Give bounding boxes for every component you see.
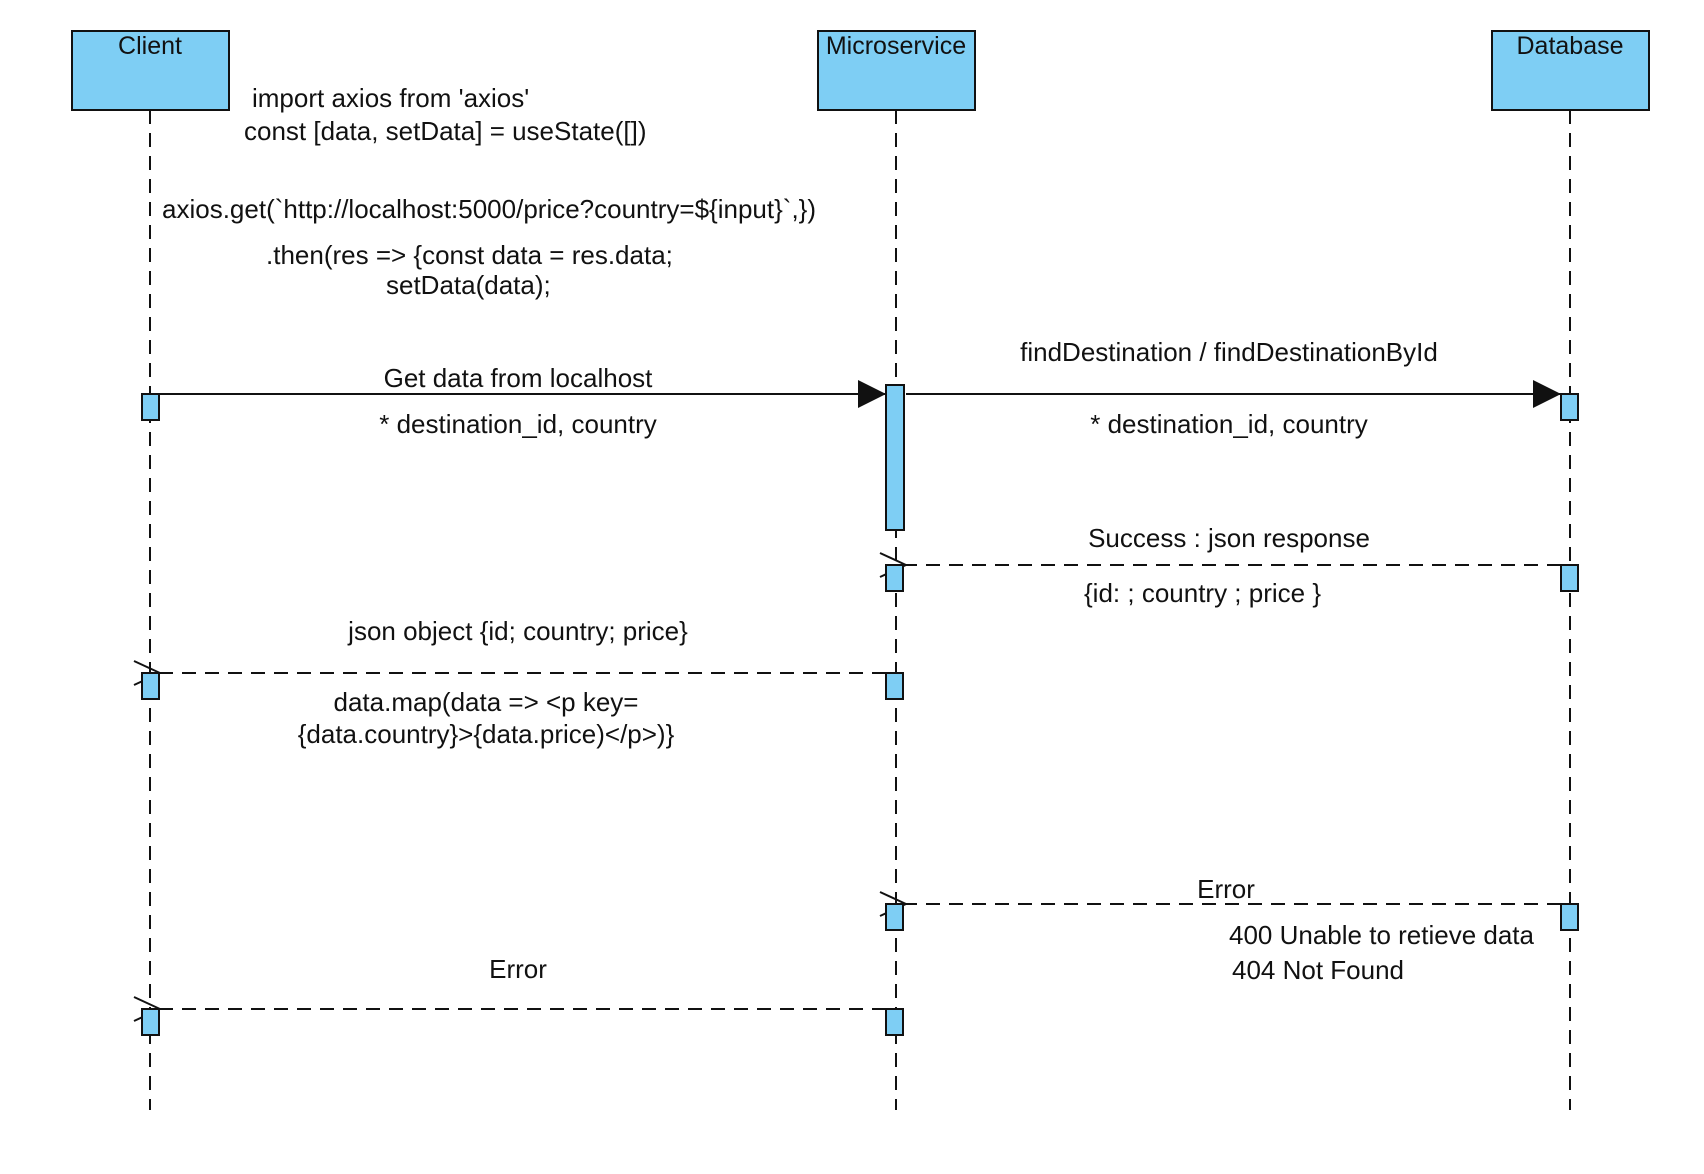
activation-client-3: [141, 1008, 160, 1036]
message-label-db-success: Success : json response: [1088, 523, 1370, 553]
microservice-title: Microservice: [826, 32, 966, 60]
activation-db-3: [1560, 903, 1579, 931]
message-label-ms-to-db: findDestination / findDestinationById: [1020, 337, 1438, 367]
note-import: import axios from 'axios': [252, 83, 529, 113]
activation-bars: [141, 384, 1579, 1036]
note-then-2: setData(data);: [386, 270, 551, 300]
activation-db-2: [1560, 564, 1579, 592]
database-participant[interactable]: Database: [1491, 30, 1650, 111]
message-sublabel-db-success: {id: ; country ; price }: [1084, 578, 1321, 608]
message-label-db-error: Error: [1197, 874, 1255, 904]
activation-ms-2: [885, 564, 904, 592]
activation-client-2: [141, 672, 160, 700]
microservice-box: [817, 30, 976, 111]
message-sublabel-db-error-2: 404 Not Found: [1232, 955, 1404, 985]
message-label-ms-json: json object {id; country; price}: [347, 616, 688, 646]
microservice-participant[interactable]: Microservice: [817, 30, 976, 111]
activation-ms-3: [885, 672, 904, 700]
note-then-1: .then(res => {const data = res.data;: [266, 240, 673, 270]
message-sublabel-db-error-1: 400 Unable to retieve data: [1229, 920, 1535, 950]
activation-ms-1: [885, 384, 905, 531]
database-title: Database: [1516, 32, 1623, 60]
client-box: [71, 30, 230, 111]
activation-ms-4: [885, 903, 904, 931]
database-box: [1491, 30, 1650, 111]
message-sublabel-ms-json-1: data.map(data => <p key=: [334, 687, 639, 717]
client-title: Client: [118, 32, 182, 60]
note-axios-get: axios.get(`http://localhost:5000/price?c…: [162, 194, 816, 224]
activation-ms-5: [885, 1008, 904, 1036]
message-label-client-to-ms: Get data from localhost: [384, 363, 654, 393]
activation-db-1: [1560, 393, 1579, 421]
note-usestate: const [data, setData] = useState([]): [244, 116, 647, 146]
message-label-ms-error: Error: [489, 954, 547, 984]
message-sublabel-ms-json-2: {data.country}>{data.price)</p>)}: [298, 719, 675, 749]
message-sublabel-ms-to-db: * destination_id, country: [1090, 409, 1368, 439]
activation-client-1: [141, 393, 160, 421]
message-sublabel-client-to-ms: * destination_id, country: [379, 409, 657, 439]
client-participant[interactable]: Client: [71, 30, 230, 111]
